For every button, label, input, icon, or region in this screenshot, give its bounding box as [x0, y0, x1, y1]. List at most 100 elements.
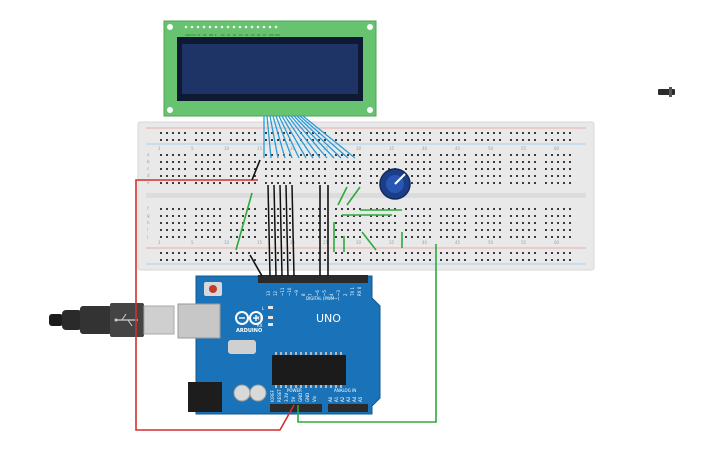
breadboard-hole[interactable]: [446, 168, 448, 170]
breadboard-hole[interactable]: [411, 161, 413, 163]
breadboard-hole[interactable]: [265, 215, 267, 217]
breadboard-hole[interactable]: [388, 229, 390, 231]
breadboard-hole[interactable]: [499, 222, 501, 224]
breadboard-hole[interactable]: [411, 208, 413, 210]
breadboard-hole[interactable]: [335, 259, 337, 261]
breadboard-hole[interactable]: [569, 161, 571, 163]
breadboard-hole[interactable]: [195, 259, 197, 261]
blue-wire[interactable]: [269, 115, 279, 159]
breadboard-hole[interactable]: [213, 252, 215, 254]
breadboard-hole[interactable]: [300, 168, 302, 170]
breadboard-hole[interactable]: [230, 175, 232, 177]
breadboard-hole[interactable]: [493, 252, 495, 254]
breadboard-hole[interactable]: [172, 182, 174, 184]
breadboard-hole[interactable]: [569, 182, 571, 184]
breadboard-hole[interactable]: [394, 154, 396, 156]
breadboard-hole[interactable]: [464, 236, 466, 238]
breadboard-hole[interactable]: [452, 215, 454, 217]
breadboard-hole[interactable]: [493, 139, 495, 141]
breadboard-hole[interactable]: [534, 182, 536, 184]
breadboard-hole[interactable]: [160, 182, 162, 184]
breadboard-hole[interactable]: [423, 161, 425, 163]
breadboard-hole[interactable]: [481, 215, 483, 217]
breadboard-hole[interactable]: [271, 182, 273, 184]
breadboard-hole[interactable]: [569, 139, 571, 141]
breadboard-hole[interactable]: [394, 236, 396, 238]
breadboard-hole[interactable]: [306, 182, 308, 184]
breadboard-hole[interactable]: [230, 229, 232, 231]
breadboard-hole[interactable]: [300, 222, 302, 224]
breadboard-hole[interactable]: [312, 252, 314, 254]
breadboard-hole[interactable]: [376, 132, 378, 134]
breadboard-hole[interactable]: [423, 252, 425, 254]
breadboard-hole[interactable]: [201, 132, 203, 134]
breadboard-hole[interactable]: [283, 229, 285, 231]
breadboard-hole[interactable]: [382, 168, 384, 170]
breadboard-hole[interactable]: [411, 139, 413, 141]
breadboard-hole[interactable]: [178, 259, 180, 261]
breadboard-hole[interactable]: [481, 132, 483, 134]
breadboard-hole[interactable]: [248, 175, 250, 177]
breadboard-hole[interactable]: [242, 208, 244, 210]
breadboard-hole[interactable]: [271, 161, 273, 163]
breadboard-hole[interactable]: [318, 182, 320, 184]
breadboard-hole[interactable]: [207, 252, 209, 254]
breadboard-hole[interactable]: [440, 252, 442, 254]
breadboard-hole[interactable]: [254, 252, 256, 254]
breadboard-hole[interactable]: [289, 182, 291, 184]
breadboard-hole[interactable]: [475, 208, 477, 210]
breadboard-hole[interactable]: [277, 259, 279, 261]
breadboard-hole[interactable]: [172, 259, 174, 261]
breadboard-hole[interactable]: [429, 132, 431, 134]
breadboard-hole[interactable]: [440, 259, 442, 261]
breadboard-hole[interactable]: [417, 252, 419, 254]
breadboard-hole[interactable]: [423, 222, 425, 224]
breadboard-hole[interactable]: [475, 139, 477, 141]
breadboard-hole[interactable]: [464, 161, 466, 163]
breadboard-hole[interactable]: [335, 215, 337, 217]
breadboard-hole[interactable]: [347, 208, 349, 210]
breadboard-hole[interactable]: [370, 175, 372, 177]
breadboard-hole[interactable]: [376, 236, 378, 238]
breadboard-hole[interactable]: [172, 215, 174, 217]
breadboard-hole[interactable]: [236, 182, 238, 184]
breadboard-hole[interactable]: [300, 259, 302, 261]
breadboard-hole[interactable]: [184, 229, 186, 231]
breadboard-hole[interactable]: [219, 215, 221, 217]
breadboard-hole[interactable]: [359, 154, 361, 156]
breadboard-hole[interactable]: [318, 252, 320, 254]
breadboard-hole[interactable]: [534, 229, 536, 231]
breadboard-hole[interactable]: [359, 168, 361, 170]
breadboard-hole[interactable]: [277, 161, 279, 163]
lcd-pin[interactable]: [244, 25, 248, 29]
breadboard-hole[interactable]: [376, 215, 378, 217]
breadboard-hole[interactable]: [289, 208, 291, 210]
breadboard-hole[interactable]: [493, 132, 495, 134]
breadboard-hole[interactable]: [265, 229, 267, 231]
breadboard-hole[interactable]: [481, 182, 483, 184]
breadboard-hole[interactable]: [528, 154, 530, 156]
breadboard-hole[interactable]: [306, 168, 308, 170]
breadboard-hole[interactable]: [382, 154, 384, 156]
breadboard-hole[interactable]: [312, 175, 314, 177]
breadboard-hole[interactable]: [545, 208, 547, 210]
breadboard-hole[interactable]: [481, 259, 483, 261]
black-wire[interactable]: [279, 184, 283, 277]
breadboard-hole[interactable]: [359, 215, 361, 217]
breadboard-hole[interactable]: [429, 175, 431, 177]
breadboard-hole[interactable]: [563, 259, 565, 261]
breadboard-hole[interactable]: [452, 259, 454, 261]
breadboard-hole[interactable]: [528, 222, 530, 224]
breadboard-hole[interactable]: [283, 208, 285, 210]
breadboard-hole[interactable]: [499, 229, 501, 231]
breadboard-hole[interactable]: [458, 252, 460, 254]
breadboard-hole[interactable]: [306, 229, 308, 231]
breadboard-hole[interactable]: [510, 175, 512, 177]
breadboard-hole[interactable]: [254, 139, 256, 141]
breadboard-hole[interactable]: [464, 208, 466, 210]
breadboard-hole[interactable]: [557, 208, 559, 210]
breadboard-hole[interactable]: [417, 208, 419, 210]
breadboard-hole[interactable]: [370, 182, 372, 184]
breadboard-hole[interactable]: [318, 208, 320, 210]
lcd-pin[interactable]: [250, 25, 254, 29]
